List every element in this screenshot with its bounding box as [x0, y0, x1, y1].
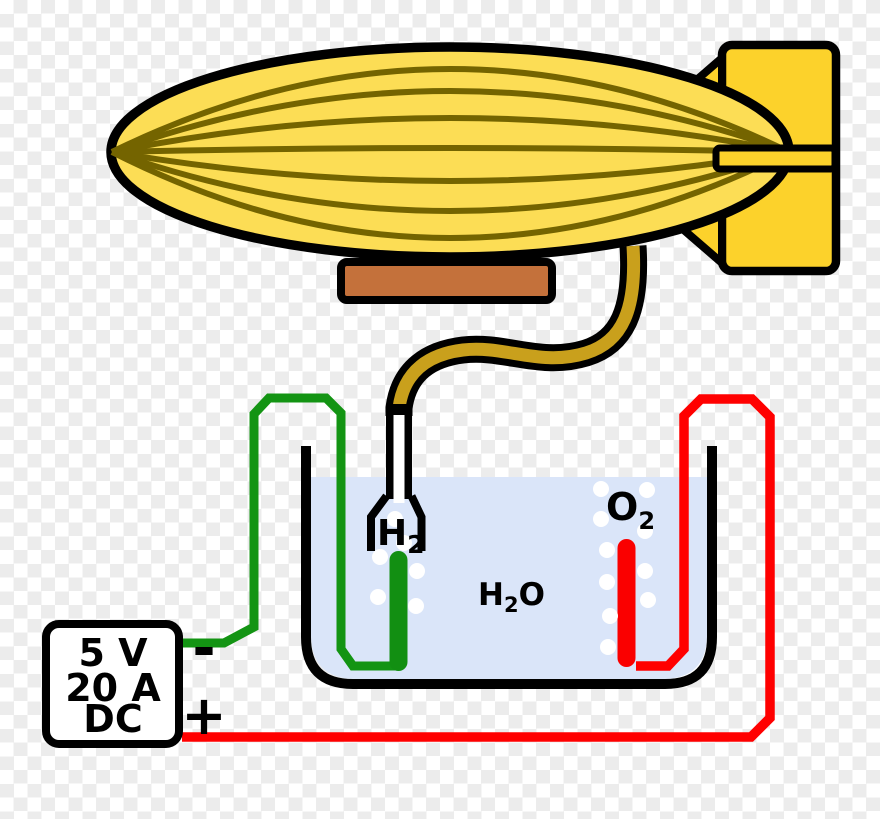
- balloon-rib: [110, 66, 791, 155]
- airship: [106, 40, 841, 304]
- gas-bubble: [387, 511, 403, 527]
- gas-bubble: [408, 598, 424, 614]
- gas-bubble: [602, 608, 618, 624]
- negative-wire: [182, 393, 396, 671]
- balloon-rib: [110, 88, 791, 155]
- balloon-rib: [111, 149, 790, 184]
- gas-bubble: [599, 574, 615, 590]
- hydrogen-subscript: 2: [407, 530, 424, 559]
- water-label: H2O: [478, 577, 545, 617]
- gas-bubble: [372, 549, 388, 565]
- oxygen-symbol: O: [606, 485, 638, 529]
- gas-bubble: [593, 481, 609, 497]
- water-o: O: [519, 577, 545, 613]
- power-supply: 5 V 20 A DC - +: [42, 616, 227, 748]
- gas-bubble: [409, 563, 425, 579]
- oxygen-bubbles: [593, 481, 656, 655]
- hydrogen-bubbles: [370, 511, 425, 614]
- gas-tube: [385, 245, 648, 416]
- gas-bubble: [640, 592, 656, 608]
- gas-tube-fill: [392, 245, 641, 416]
- gas-bubble: [639, 482, 655, 498]
- oxygen-label: O2: [606, 485, 655, 535]
- positive-terminal-label: +: [181, 684, 226, 747]
- gas-bubble: [600, 639, 616, 655]
- negative-terminal-label: -: [192, 616, 215, 681]
- gas-bubble: [637, 563, 653, 579]
- balloon-ribs: [110, 66, 791, 241]
- gas-bubble: [599, 542, 615, 558]
- power-supply-voltage: 5 V: [78, 631, 148, 675]
- gas-bubble: [637, 523, 653, 539]
- gas-bubble: [396, 535, 412, 551]
- tail-stabilizer-bar: [712, 144, 839, 173]
- balloon-rib: [111, 115, 790, 155]
- balloon-rib: [110, 149, 791, 241]
- gas-bubble: [370, 589, 386, 605]
- beaker: [301, 446, 717, 689]
- power-supply-current: 20 A: [65, 666, 161, 710]
- power-supply-box: [42, 620, 183, 748]
- gondola: [337, 258, 556, 304]
- balloon-rib: [111, 149, 790, 214]
- hydrogen-symbol: H: [377, 513, 407, 554]
- water-subscript: 2: [504, 593, 519, 617]
- collection-funnel: [367, 404, 426, 551]
- power-supply-type: DC: [83, 697, 142, 741]
- water: [311, 477, 707, 679]
- balloon-rib: [111, 145, 790, 155]
- electrolysis-cell: H2 O2 H2O: [182, 393, 775, 742]
- hydrogen-label: H2: [377, 513, 425, 559]
- funnel-wall-right: [407, 494, 426, 551]
- positive-wire: [182, 394, 775, 742]
- oxygen-subscript: 2: [638, 507, 655, 535]
- funnel-wall-left: [367, 493, 390, 551]
- gas-bubble: [593, 511, 609, 527]
- water-h: H: [478, 577, 504, 613]
